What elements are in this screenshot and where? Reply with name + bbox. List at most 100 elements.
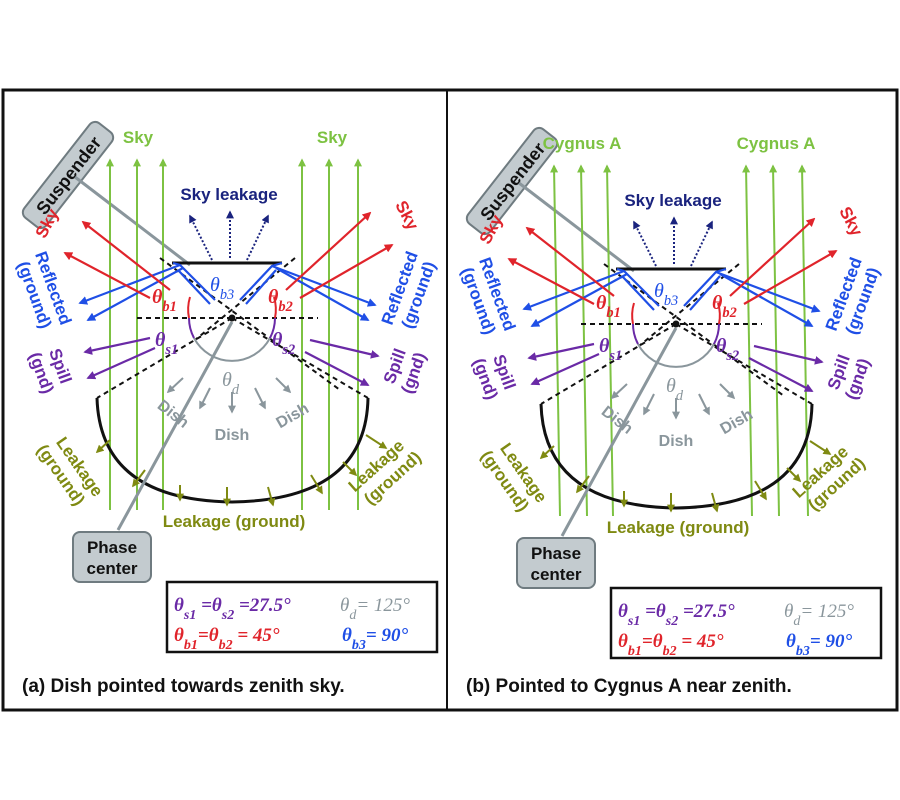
phase-center-line-2: center [530,565,581,584]
reflected-arrow-left-1 [78,263,181,305]
sky-leakage-arrow-3 [690,220,713,267]
theta-d-label: θd [222,369,240,398]
suspender-rod [518,181,635,273]
reflected-arrow-left-2 [86,267,184,321]
sky-leakage-label: Sky leakage [624,191,721,210]
legend-row2-right: θb3= 90° [786,631,852,659]
legend-row2-right: θb3= 90° [342,625,408,653]
leakage-arrow-r3 [809,440,832,455]
theta-s2-label: θs2 [716,335,739,364]
theta-d-label: θd [666,375,684,404]
sky-leakage-arrow-3 [246,214,269,261]
leakage-arrow-l1 [539,445,555,460]
spill-label-right: Spill(gnd) [824,352,874,402]
spill-arrow-right-2 [304,351,370,386]
leakage-arrow-b3 [267,486,276,507]
b3-leg-right-2 [245,269,277,305]
dish-arrow-2 [643,393,655,416]
reflected-arrow-left-2 [530,273,628,327]
reflected-arrow-left-1 [522,269,625,311]
leakage-arrow-l1 [95,439,111,454]
dish-arrow-1 [610,383,628,400]
incoming-beam-4 [742,164,753,517]
leakage-arrow-b3 [711,492,720,513]
spill-arrow-left-2 [530,352,600,386]
dish-arrow-1 [166,377,184,394]
main-dish [95,397,370,504]
leakage-arrow-r3 [365,434,388,449]
suspender-box-rect [465,126,559,236]
b3-leg-left-2 [177,269,211,305]
arc-theta-d [193,337,271,362]
spill-arrow-right-2 [748,357,814,392]
theta-b1-label: θb1 [152,286,177,315]
suspender-box-rect [21,120,115,230]
source-label-right: Cygnus A [737,134,816,153]
legend-box [609,586,883,660]
b3-leg-left-2 [621,275,655,311]
leakage-arrow-r2 [342,461,358,477]
dish-arrow-2 [199,387,211,410]
sky-arrow-right-1 [285,211,372,291]
leakage-bottom-label: Leakage (ground) [163,512,306,531]
phase-center-line-1: Phase [87,538,137,557]
spill-edge-left [540,323,677,405]
dish-label-2: Dish [659,433,694,450]
spill-arrow-right-1 [309,338,380,359]
theta-b3-label: θb3 [210,274,234,303]
theta-b2-label: θb2 [268,286,293,315]
diag-dashed-1 [603,263,785,397]
legend-row1-left: θs1 =θs2 =27.5° [174,595,291,623]
spill-arrow-left-1 [83,336,151,355]
phase-center-box [516,537,596,589]
dish-arrow-4 [254,387,266,410]
source-label-left: Sky [123,128,154,147]
leakage-arrow-r1 [310,474,323,495]
spill-arrow-right-1 [753,344,824,365]
phase-center-rod [560,327,678,537]
spill-arrow-left-1 [527,342,595,361]
diag-dashed-2 [194,257,296,341]
legend-row2-left: θb1=θb2 = 45° [174,625,280,653]
sky-arrow-right-2 [299,244,394,299]
source-label-left: Cygnus A [543,134,622,153]
theta-b2-label: θb2 [712,292,737,321]
incoming-beam-6 [798,164,809,517]
legend-row1-right: θd= 125° [784,601,854,629]
sky-arrow-left-1 [81,220,171,291]
sky-arrow-left-2 [63,252,151,299]
theta-s1-label: θs1 [599,335,622,364]
legend-row1-left: θs1 =θs2 =27.5° [618,601,735,629]
theta-b1-label: θb1 [596,292,621,321]
phase-center-line-1: Phase [531,544,581,563]
theta-b3-label: θb3 [654,280,678,309]
leakage-arrow-l2 [576,475,590,494]
incoming-beam-3 [603,164,614,517]
dish-arrow-5 [719,383,736,400]
focal-point [228,314,236,322]
arc-theta-s2 [269,317,276,339]
arc-theta-s1 [632,323,639,345]
spill-arrow-left-2 [86,346,156,380]
diag-dashed-1 [159,257,341,391]
sky-leakage-label: Sky leakage [180,185,277,204]
theta-s1-label: θs1 [155,329,178,358]
arc-theta-s2 [713,323,720,345]
legend-row1-right: θd= 125° [340,595,410,623]
source-label-right: Sky [317,128,348,147]
focal-point [672,320,680,328]
arc-theta-b1 [187,296,191,319]
leakage-bottom-label: Leakage (ground) [607,518,750,537]
arc-theta-b2 [717,302,721,325]
leakage-arrow-r1 [754,480,767,501]
diag-dashed-2 [638,263,740,347]
arc-theta-s1 [188,317,195,339]
incoming-beam-2 [577,164,588,517]
panel-caption: (a) Dish pointed towards zenith sky. [22,676,345,697]
arc-theta-b2 [273,296,277,319]
theta-s2-label: θs2 [272,329,295,358]
reflected-arrow-right-2 [719,273,814,327]
phase-center-rod [116,321,234,531]
